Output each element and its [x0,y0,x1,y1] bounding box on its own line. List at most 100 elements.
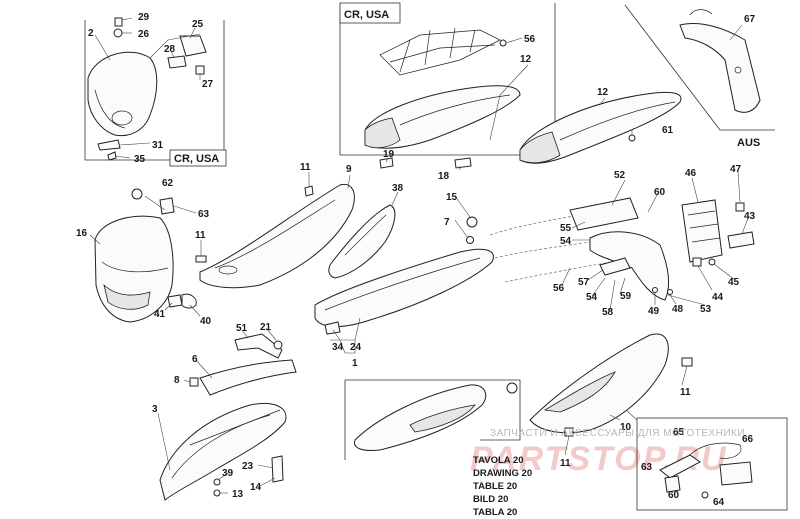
side-cover-zoom [353,382,518,451]
leader-67 [729,24,743,41]
leader-41 [164,302,173,311]
frame-top-left-tag [169,149,227,167]
leader-29 [121,17,133,21]
callout-43: 43 [744,211,756,222]
tail-light-b [519,131,561,164]
drawing-ref-line-3: TABLE 20 [473,481,517,492]
callout-60b: 60 [668,490,680,501]
fairing-hole [111,110,133,126]
seat-1 [314,248,494,327]
side-cover-zoom-body [353,384,487,451]
screw-18 [454,157,472,169]
leader-16 [89,234,101,245]
callout-25: 25 [192,19,204,30]
kit-bracket [659,454,701,479]
callout-58: 58 [602,307,614,318]
callout-56a: 56 [524,34,536,45]
callout-62: 62 [162,178,174,189]
leader-15 [454,195,471,218]
leader-31 [119,142,151,146]
side-cover-10 [529,333,693,437]
leader-21 [265,327,277,341]
ghost-frame [489,211,613,283]
panel-38-line [344,214,387,256]
headlight-fairing-cr [87,17,207,161]
callout-61: 61 [662,125,674,136]
leader-45 [713,263,736,281]
clip-25 [179,35,207,57]
leader-39 [217,472,229,481]
leader-40 [189,304,201,317]
screw-8 [189,377,199,387]
drawing-ref-line-2: DRAWING 20 [473,468,532,479]
callout-1: 1 [352,358,358,369]
license-flap-67 [679,22,761,113]
rear-frame-cr [364,27,521,169]
leader-51 [241,329,249,339]
watermark-caption: ЗАПЧАСТИ И АКСЕССУАРЫ ДЛЯ МОТОТЕХНИКИ [490,428,745,439]
clip-63 [159,197,175,215]
leader-53 [667,294,706,306]
callout-11b: 11 [195,230,206,241]
callout-66: 66 [742,434,754,445]
leader-63 [173,205,197,214]
headlight-lens [103,283,151,310]
callout-26: 26 [138,29,150,40]
callout-14: 14 [250,482,262,493]
callout-8: 8 [174,375,180,386]
washer-13 [213,489,221,497]
bracket-57 [599,257,631,276]
callout-39: 39 [222,468,234,479]
fairing-edge [94,89,126,129]
frame-tube-1 [379,29,501,76]
bracket-31 [97,139,121,151]
leader-48 [669,294,677,305]
callout-15: 15 [446,192,458,203]
callout-16: 16 [76,228,88,239]
screw-11d [564,427,574,437]
leader-46 [691,177,699,203]
callout-21: 21 [260,322,272,333]
washer-39 [213,478,221,486]
leader-52 [611,179,626,206]
frame-ribs [399,27,476,73]
leader-11d [564,435,570,456]
callout-48: 48 [672,304,684,315]
callout-52: 52 [614,170,626,181]
drawing-ref-line-4: BILD 20 [473,494,508,505]
drawing-ref-line-1: TAVOLA 20 [473,455,524,466]
leader-11c [681,365,688,386]
screw-47 [735,202,745,212]
bolt-56a [499,39,507,47]
callout-40: 40 [200,316,212,327]
callout-11d: 11 [560,458,571,469]
callout-34: 34 [332,342,344,353]
side-panels [199,183,494,335]
leader-12a [489,64,529,141]
plate-holder-assembly [489,197,755,301]
callout-51: 51 [236,323,248,334]
leader-1 [339,339,356,354]
screw-35 [107,151,117,161]
callout-57: 57 [578,277,590,288]
frame-bottom-center [345,379,521,441]
callout-45: 45 [728,277,740,288]
kit-box-contents [659,442,753,499]
leader-34-24 [330,317,361,341]
flap-hole [734,66,742,74]
kit-wires [689,442,742,459]
bolt-15 [466,216,478,228]
leader-3 [157,412,171,471]
drawing-reference: TAVOLA 20 DRAWING 20 TABLE 20 BILD 20 TA… [473,455,532,518]
leader-60 [647,194,658,213]
side-panel-9-slot [218,265,238,275]
seat-bracket-34 [324,321,341,335]
tail-ridge-a [399,94,511,126]
fender-slot [189,409,281,446]
callout-labels: 29 26 2 25 28 27 31 35 56 12 19 18 67 12… [76,12,756,508]
leader-55 [571,221,586,229]
callout-47: 47 [730,164,742,175]
leader-19 [385,157,389,163]
region-label-top-center: CR, USA [344,9,389,21]
